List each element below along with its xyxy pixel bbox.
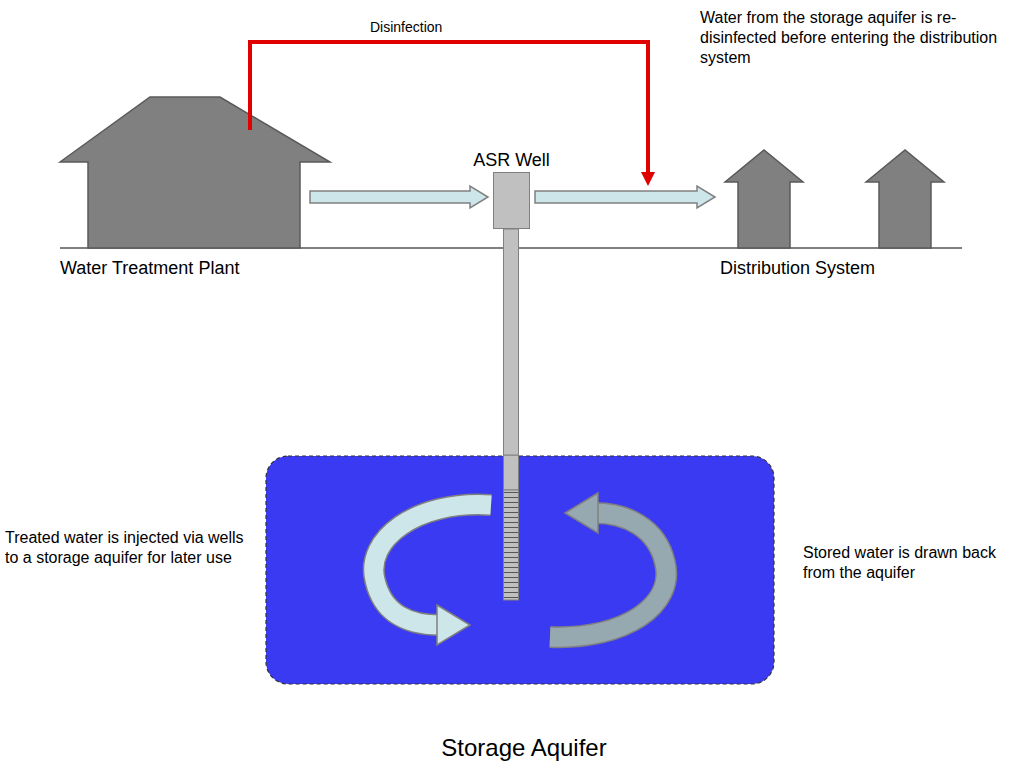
aquifer-region-outline: [265, 455, 775, 685]
well-casing: [504, 455, 519, 490]
well-screen: [504, 490, 519, 600]
note-text: Water from the storage aquifer is re-dis…: [700, 8, 1025, 68]
node-label: Storage Aquifer: [265, 733, 783, 763]
disinfection-arrowhead: [641, 172, 655, 186]
houses-outline: [720, 150, 960, 248]
disinfection-line: [250, 42, 648, 174]
note-text: Treated water is injected via wells to a…: [5, 528, 260, 568]
well-head-outline: [493, 172, 530, 229]
houses: [720, 150, 960, 248]
node-label: Distribution System: [720, 256, 968, 280]
flow-arrow: [535, 186, 715, 208]
flow-arrow: [310, 186, 488, 208]
plant-building-outline: [60, 95, 330, 248]
distribution-system: Distribution System: [720, 150, 968, 280]
node-label: Water Treatment Plant: [60, 256, 313, 280]
plant-building: [60, 95, 305, 248]
note-text: Stored water is drawn back from the aqui…: [803, 543, 1018, 583]
disinfection-label: Disinfection: [370, 18, 500, 36]
aquifer-region: [265, 455, 775, 685]
storage-aquifer: Storage Aquifer: [265, 455, 783, 763]
treatment-plant: Water Treatment Plant: [60, 95, 313, 280]
asr-well: ASR Well: [469, 148, 554, 229]
well-head: [493, 172, 530, 229]
well-pipe: [504, 229, 519, 455]
node-label: ASR Well: [469, 148, 554, 172]
